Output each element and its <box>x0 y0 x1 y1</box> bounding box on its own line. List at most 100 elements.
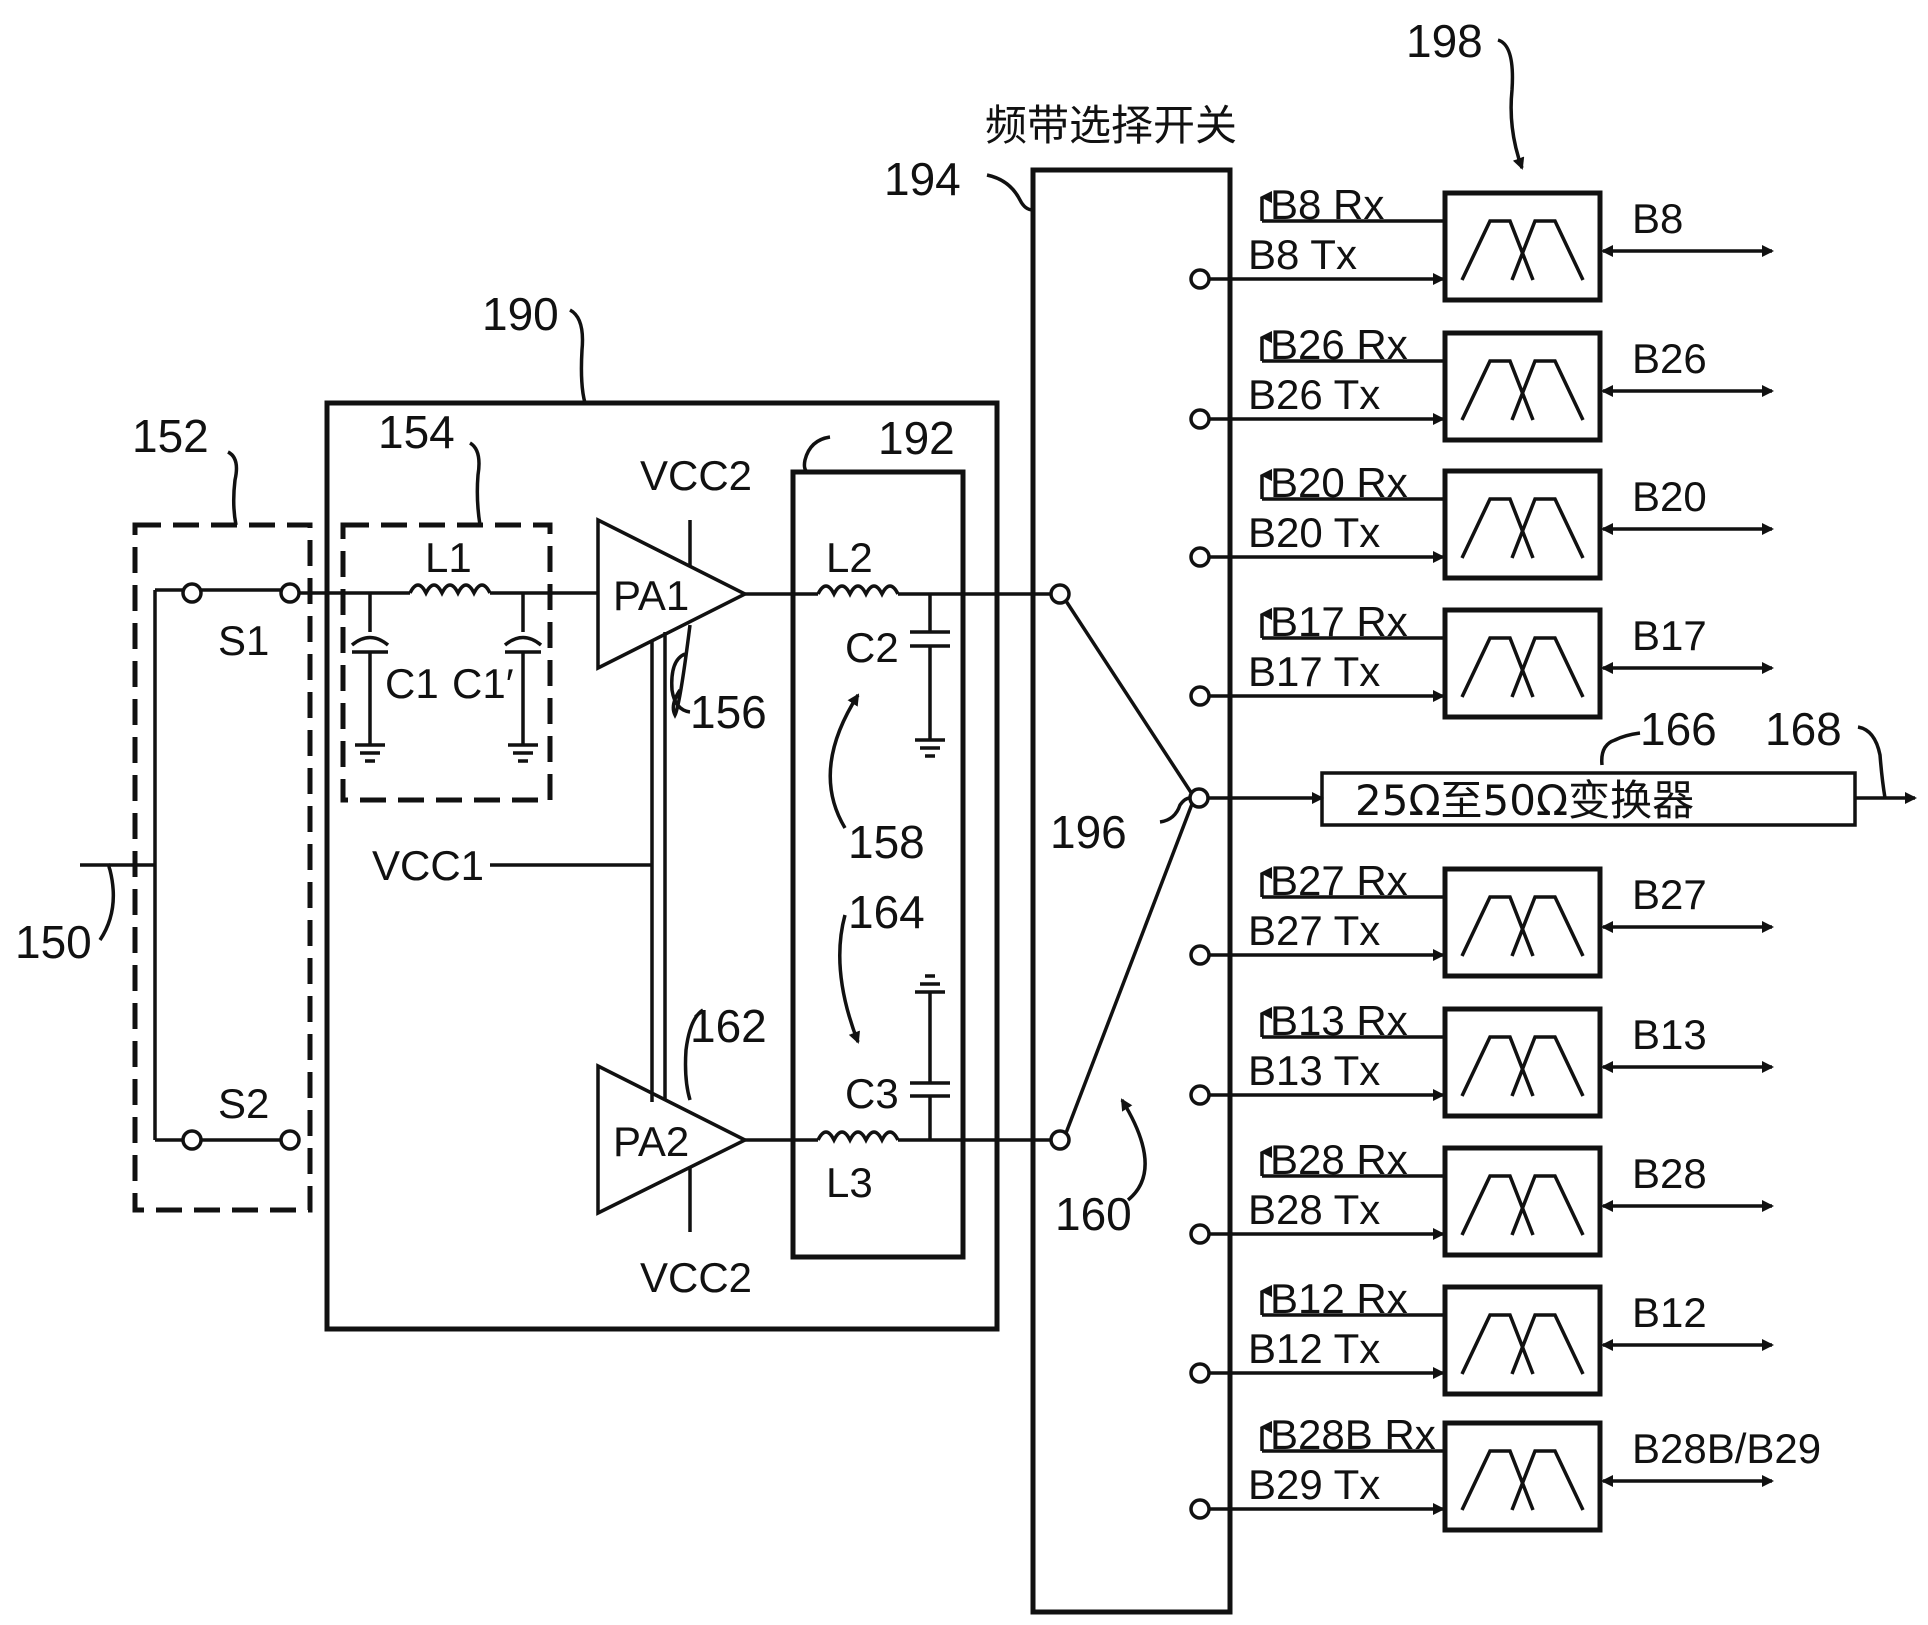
switch-terminal <box>1189 408 1211 430</box>
band-output-label: B8 <box>1632 195 1683 242</box>
rx-label: B17 Rx <box>1270 598 1408 645</box>
tx-label: B29 Tx <box>1248 1461 1380 1508</box>
band-output-label: B27 <box>1632 871 1707 918</box>
pa-module-190 <box>324 400 1000 1332</box>
label-pa2: PA2 <box>613 1118 689 1165</box>
tx-label: B20 Tx <box>1248 509 1380 556</box>
label-pa1: PA1 <box>613 572 689 619</box>
tx-label: B13 Tx <box>1248 1047 1380 1094</box>
label-c1p: C1′ <box>452 660 514 707</box>
band-output-label: B17 <box>1632 612 1707 659</box>
filter-curve-icon <box>1510 895 1585 957</box>
switch-terminal <box>1189 685 1211 707</box>
label-l3: L3 <box>826 1159 873 1206</box>
filter-curve-icon <box>1510 497 1585 559</box>
label-s2: S2 <box>218 1080 269 1127</box>
label-154: 154 <box>378 406 455 458</box>
band-output-label: B28 <box>1632 1150 1707 1197</box>
output-network-192 <box>745 469 1052 1260</box>
duplexer-box <box>1442 1420 1603 1533</box>
switch-terminal <box>1189 1084 1211 1106</box>
filter-curve-icon <box>1460 497 1535 559</box>
duplexer-box <box>1442 1284 1603 1397</box>
label-l1: L1 <box>425 534 472 581</box>
switch-terminal <box>1189 268 1211 290</box>
tx-label: B26 Tx <box>1248 371 1380 418</box>
rx-label: B28 Rx <box>1270 1136 1408 1183</box>
duplexer-box <box>1442 866 1603 979</box>
label-vcc1: VCC1 <box>372 842 484 889</box>
label-160: 160 <box>1055 1188 1132 1240</box>
switch-terminal <box>1189 1498 1211 1520</box>
combiner-node-196 <box>1049 583 1210 1202</box>
filter-curve-icon <box>1510 1174 1585 1236</box>
tx-label: B8 Tx <box>1248 231 1357 278</box>
label-168: 168 <box>1765 703 1842 755</box>
switch-terminal <box>1189 1223 1211 1245</box>
label-158: 158 <box>848 816 925 868</box>
label-vcc2-top: VCC2 <box>640 452 752 499</box>
duplexer-box <box>1442 1006 1603 1119</box>
band-output-label: B12 <box>1632 1289 1707 1336</box>
label-vcc2-bottom: VCC2 <box>640 1254 752 1301</box>
filter-curve-icon <box>1460 895 1535 957</box>
label-194: 194 <box>884 153 961 205</box>
label-196: 196 <box>1050 806 1127 858</box>
label-c3: C3 <box>845 1070 899 1117</box>
label-s1: S1 <box>218 617 269 664</box>
rx-label: B8 Rx <box>1270 181 1384 228</box>
tx-label: B17 Tx <box>1248 648 1380 695</box>
filter-curve-icon <box>1510 636 1585 698</box>
rx-label: B26 Rx <box>1270 321 1408 368</box>
band-select-switch-194 <box>1030 167 1233 1615</box>
filter-curve-icon <box>1460 1313 1535 1375</box>
duplexer-box <box>1442 468 1603 581</box>
rx-label: B28B Rx <box>1270 1411 1436 1458</box>
vcc1-bias-lines <box>490 632 667 1102</box>
pa1-amplifier <box>596 517 749 671</box>
label-162: 162 <box>690 1000 767 1052</box>
pa2-amplifier <box>596 1063 749 1232</box>
matching-network-154 <box>299 522 598 803</box>
filter-curve-icon <box>1460 1035 1535 1097</box>
rx-label: B27 Rx <box>1270 857 1408 904</box>
rx-label: B20 Rx <box>1270 459 1408 506</box>
duplexer-box <box>1442 330 1603 443</box>
reference-leaders <box>98 38 1887 1101</box>
label-198: 198 <box>1406 15 1483 67</box>
rx-label: B13 Rx <box>1270 997 1408 1044</box>
duplexer-box <box>1442 607 1603 720</box>
rx-label: B12 Rx <box>1270 1275 1408 1322</box>
filter-curve-icon <box>1460 636 1535 698</box>
label-164: 164 <box>848 886 925 938</box>
tx-label: B28 Tx <box>1248 1186 1380 1233</box>
tx-label: B12 Tx <box>1248 1325 1380 1372</box>
filter-curve-icon <box>1460 219 1535 281</box>
switch-module-152 <box>80 522 313 1213</box>
label-152: 152 <box>132 410 209 462</box>
filter-curve-icon <box>1510 1035 1585 1097</box>
label-band-switch: 频带选择开关 <box>985 101 1237 150</box>
switch-terminal <box>1189 1362 1211 1384</box>
label-c1: C1 <box>385 660 439 707</box>
label-l2: L2 <box>826 534 873 581</box>
switch-terminal <box>1189 546 1211 568</box>
band-output-label: B13 <box>1632 1011 1707 1058</box>
filter-curve-icon <box>1510 1313 1585 1375</box>
label-166: 166 <box>1640 703 1717 755</box>
label-190: 190 <box>482 288 559 340</box>
duplexer-box <box>1442 190 1603 303</box>
band-output-label: B28B/B29 <box>1632 1425 1821 1472</box>
filter-curve-icon <box>1510 359 1585 421</box>
